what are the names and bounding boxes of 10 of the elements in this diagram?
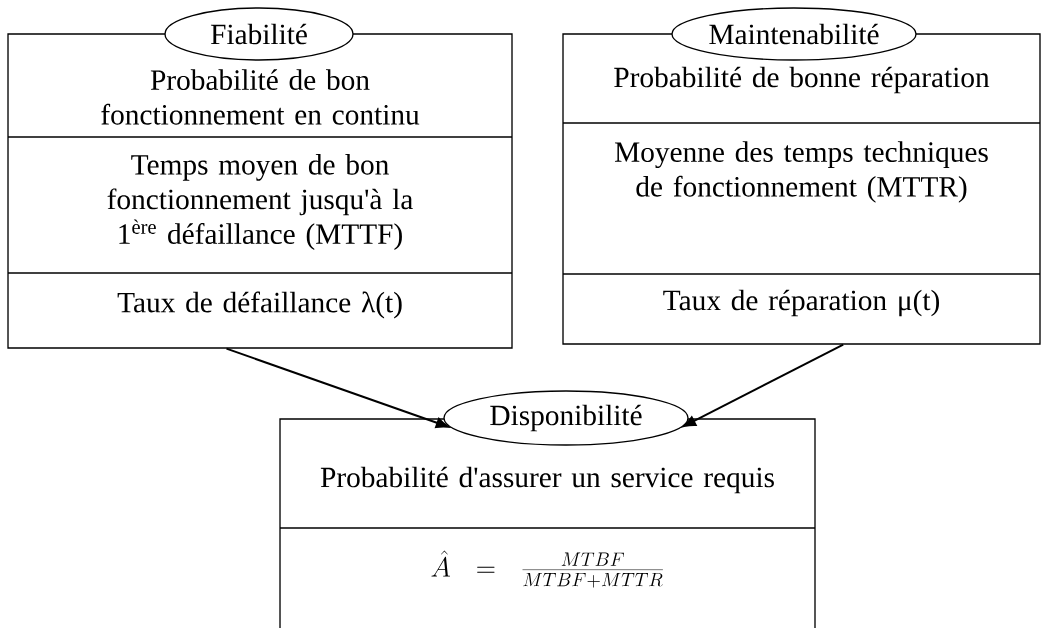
row-text: Temps moyen de bon fonctionnement jusqu'à la 1$^{ère}$ défaillance (MTTF) [107,154,413,250]
arrow [225,347,449,429]
arrow [683,343,845,428]
row-text: Probabilité de bon fonctionnement en continu [101,69,420,125]
row-text: Moyenne des temps techniques de fonctionnement (MTTR) [615,141,988,203]
row-text: Probabilité d'assurer un service requis [320,466,774,494]
row-text: Probabilité de bonne réparation [614,66,990,94]
row-text: Taux de réparation μ(t) [663,289,939,317]
row-text: Taux de défaillance λ(t) [117,291,402,319]
formula: $\hat{A} = \frac{MTBF}{MTBF+MTTR}$ [431,550,663,588]
